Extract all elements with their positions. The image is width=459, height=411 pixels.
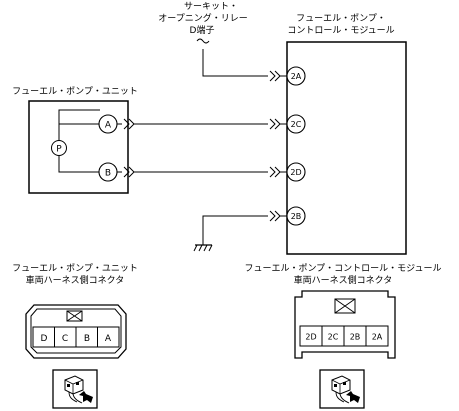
module-terminal-2d-label: 2D — [290, 168, 301, 177]
module-connector-pin-2d: 2D — [305, 333, 316, 342]
squiggle-icon — [196, 38, 210, 44]
connector-mark-2b — [269, 210, 281, 222]
module-label-line2: コントロール・モジュール — [287, 26, 394, 36]
module-terminal-2c-label: 2C — [291, 120, 302, 129]
relay-label-line2: オープニング・リレー — [158, 12, 247, 24]
connector-view-arrow-icon — [319, 369, 365, 409]
unit-connector-pin-b: B — [84, 334, 90, 344]
unit-terminal-b-label: B — [105, 169, 111, 179]
module-connector-caption-line1: フューエル・ポンプ・コントロール・モジュール — [244, 263, 441, 274]
pump-symbol-letter: P — [56, 145, 62, 155]
ground-icon — [193, 244, 213, 252]
wire-2b-ground — [202, 215, 268, 245]
module-terminal-2b-label: 2B — [291, 212, 302, 221]
module-label-line1: フューエル・ポンプ・ — [296, 13, 386, 24]
unit-connector-pin-d: D — [41, 334, 48, 344]
connector-mark-2c — [269, 118, 281, 130]
module-box — [286, 41, 407, 255]
unit-label: フューエル・ポンプ・ユニット — [12, 86, 138, 97]
unit-connector-pin-a: A — [105, 334, 112, 344]
module-connector-pin-2a: 2A — [372, 333, 383, 342]
relay-label-line3: D端子 — [190, 24, 215, 36]
unit-connector-caption-line2: 車両ハーネス側コネクタ — [26, 274, 125, 286]
connector-mark-2a — [269, 70, 281, 82]
unit-connector-pin-c: C — [62, 334, 68, 344]
relay-label-line1: サーキット・ — [184, 1, 238, 12]
unit-connector-face — [25, 304, 127, 359]
module-terminal-2a-label: 2A — [291, 72, 302, 81]
module-connector-caption-line2: 車両ハーネス側コネクタ — [294, 274, 393, 286]
connector-mark-2d — [269, 166, 281, 178]
connector-view-arrow-icon — [52, 369, 98, 409]
module-connector-pin-2b: 2B — [350, 333, 361, 342]
unit-connector-caption-line1: フューエル・ポンプ・ユニット — [12, 263, 138, 274]
module-connector-face — [294, 290, 396, 359]
wire-relay-2a — [202, 49, 268, 77]
module-connector-pin-2c: 2C — [328, 333, 339, 342]
unit-terminal-a-label: A — [105, 121, 112, 131]
